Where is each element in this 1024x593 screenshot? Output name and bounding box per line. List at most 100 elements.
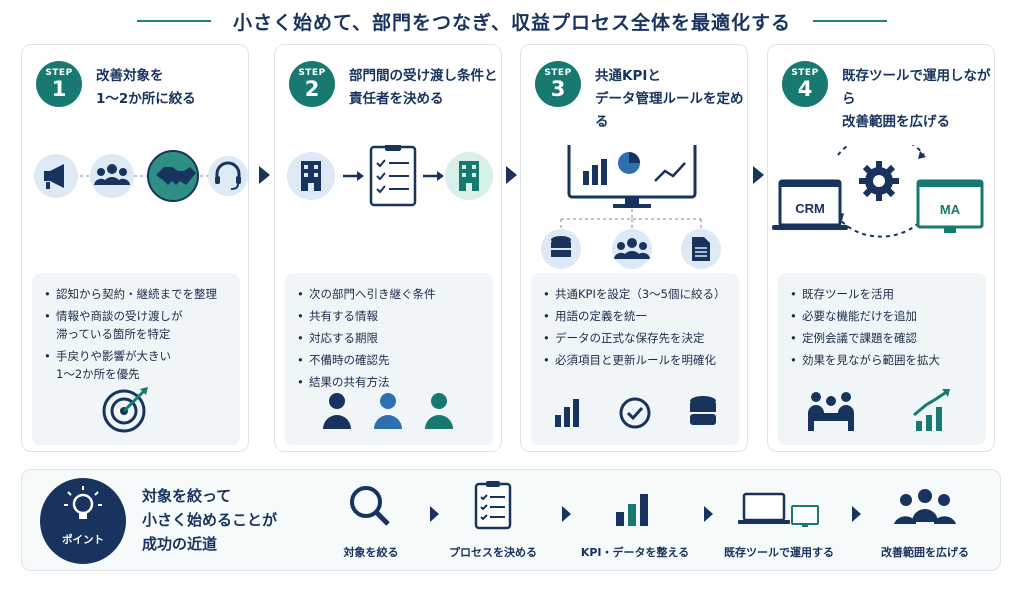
point-label: ポイント — [62, 534, 104, 546]
point-badge: ポイント — [40, 478, 126, 564]
flow-label: KPI・データを整える — [580, 546, 690, 559]
target-icon — [102, 387, 148, 433]
monitor-ma-icon — [916, 179, 984, 233]
check-circle-icon — [619, 397, 651, 429]
flow-label: 改善範囲を広げる — [881, 546, 969, 559]
step-number: 3 — [550, 77, 566, 101]
step4-icons: CRM MA — [772, 145, 984, 238]
database-icon — [541, 229, 581, 269]
person-icon — [374, 393, 402, 429]
gear-icon — [859, 161, 899, 201]
lightbulb-icon — [64, 486, 102, 519]
bullet-item: 認知から契約・継続までを整理 — [42, 285, 230, 303]
step-card-1: STEP 1 改善対象を 1〜2か所に絞る 認知から契約 — [21, 44, 249, 452]
flow-arrow — [430, 506, 439, 522]
step-badge-label: STEP — [45, 68, 73, 78]
flow-label: 対象を絞る — [343, 546, 399, 559]
bullet-item: 用語の定義を統一 — [541, 307, 729, 325]
document-icon — [681, 229, 721, 269]
bullet-item: 既存ツールを活用 — [788, 285, 976, 303]
team-icon — [612, 229, 652, 269]
flow-step-3: KPI・データを整える — [570, 480, 700, 566]
step-arrow-1 — [259, 166, 270, 184]
step-title: 部門間の受け渡し条件と 責任者を決める — [349, 68, 498, 107]
step-title: 既存ツールで運用しながら 改善範囲を広げる — [842, 68, 991, 130]
database-icon — [690, 396, 716, 425]
team-icon — [90, 154, 134, 198]
bullet-item: 結果の共有方法 — [295, 373, 483, 391]
point-banner: ポイント 対象を絞って 小さく始めることが 成功の近道 対象を絞る プロセスを決… — [21, 469, 1001, 571]
step-arrow-2 — [506, 166, 517, 184]
title-line-right — [813, 20, 888, 22]
flow-step-2: プロセスを決める — [428, 480, 558, 566]
bullet-item: 手戻りや影響が大きい 1〜2か所を優先 — [42, 347, 230, 383]
monitor-dashboard-icon — [567, 145, 697, 208]
people-icons — [323, 393, 453, 429]
step3-icons — [541, 145, 721, 269]
flow-step-1: 対象を絞る — [306, 480, 436, 566]
flow-arrow — [704, 506, 713, 522]
checklist-icon — [369, 145, 417, 207]
flow-arrow — [562, 506, 571, 522]
step-badge-4: STEP 4 — [782, 61, 828, 107]
page-title: 小さく始めて、部門をつなぎ、収益プロセス全体を最適化する — [232, 11, 792, 34]
laptop-monitor-icon — [738, 492, 819, 527]
step-badge-label: STEP — [544, 68, 572, 78]
building-icon — [287, 152, 335, 200]
building-icon — [445, 152, 493, 200]
arrow-right-icon — [423, 171, 444, 181]
person-icon — [425, 393, 453, 429]
bullet-item: 共有する情報 — [295, 307, 483, 325]
bullet-item: 必要な機能だけを追加 — [788, 307, 976, 325]
bullet-item: 共通KPIを設定（3〜5個に絞る） — [541, 285, 729, 303]
meeting-icon — [808, 392, 854, 431]
megaphone-icon — [34, 154, 78, 198]
growth-chart-icon — [913, 389, 950, 431]
step4-bullets: 既存ツールを活用 必要な機能だけを追加 定例会議で課題を確認 効果を見ながら範囲… — [778, 273, 986, 445]
headset-icon — [208, 156, 248, 196]
handshake-icon — [147, 150, 199, 202]
step3-bottom-icons — [555, 396, 716, 429]
team-icon — [894, 489, 956, 524]
arrow-right-icon — [343, 171, 364, 181]
title-row: 小さく始めて、部門をつなぎ、収益プロセス全体を最適化する — [0, 6, 1024, 36]
step4-bottom-icons — [808, 389, 950, 431]
step-number: 2 — [304, 77, 320, 101]
step-arrow-3 — [753, 166, 764, 184]
bullet-item: 定例会議で課題を確認 — [788, 329, 976, 347]
point-text: 対象を絞って 小さく始めることが 成功の近道 — [142, 487, 278, 553]
title-line-left — [136, 20, 211, 22]
bullet-item: 情報や商談の受け渡しが 滞っている箇所を特定 — [42, 307, 230, 343]
crm-label: CRM — [795, 201, 825, 216]
bullet-item: 必須項目と更新ルールを明確化 — [541, 351, 729, 369]
step-badge-3: STEP 3 — [535, 61, 581, 107]
laptop-crm-icon — [772, 179, 848, 230]
step1-icons — [34, 150, 248, 202]
step-badge-2: STEP 2 — [289, 61, 335, 107]
flow-step-4: 既存ツールで運用する — [714, 480, 844, 566]
step3-bullets: 共通KPIを設定（3〜5個に絞る） 用語の定義を統一 データの正式な保存先を決定… — [531, 273, 739, 445]
step-title: 改善対象を 1〜2か所に絞る — [96, 68, 196, 107]
step-number: 4 — [797, 77, 813, 101]
step-badge-label: STEP — [791, 68, 819, 78]
magnifier-icon — [350, 486, 390, 526]
step2-icons — [287, 145, 493, 207]
step-card-4: STEP 4 既存ツールで運用しながら 改善範囲を広げる CRM MA — [767, 44, 995, 452]
bullet-item: データの正式な保存先を決定 — [541, 329, 729, 347]
bullet-item: 次の部門へ引き継ぐ条件 — [295, 285, 483, 303]
step-title: 共通KPIと データ管理ルールを定める — [595, 68, 744, 130]
flow-step-5: 改善範囲を広げる — [860, 480, 990, 566]
flow-arrow — [852, 506, 861, 522]
ma-label: MA — [940, 202, 961, 217]
bar-chart-icon — [555, 399, 579, 427]
step-badge-label: STEP — [298, 68, 326, 78]
bullet-item: 対応する期限 — [295, 329, 483, 347]
bullet-item: 不備時の確認先 — [295, 351, 483, 369]
flow-label: プロセスを決める — [449, 546, 537, 559]
flow-label: 既存ツールで運用する — [724, 546, 834, 559]
step-badge-1: STEP 1 — [36, 61, 82, 107]
person-icon — [323, 393, 351, 429]
step-card-3: STEP 3 共通KPIと データ管理ルールを定める — [520, 44, 748, 452]
bullet-item: 効果を見ながら範囲を拡大 — [788, 351, 976, 369]
step1-bullets: 認知から契約・継続までを整理 情報や商談の受け渡しが 滞っている箇所を特定 手戻… — [32, 273, 240, 445]
